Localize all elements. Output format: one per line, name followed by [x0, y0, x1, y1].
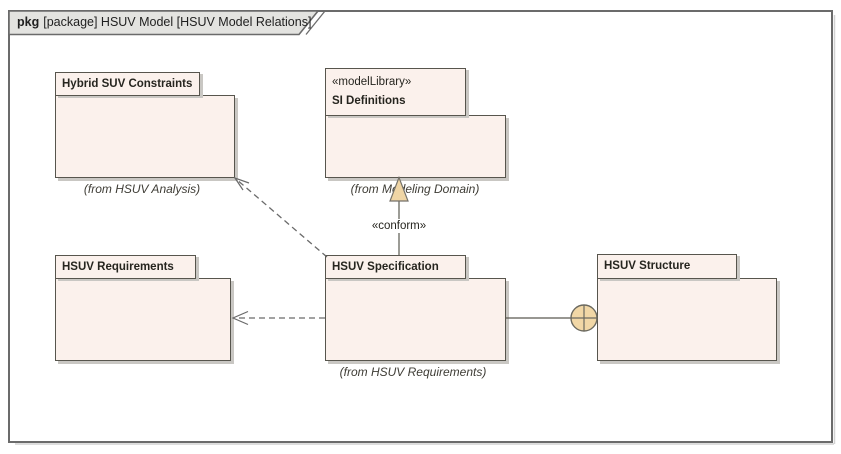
package-body-hybrid-suv-constraints[interactable] — [55, 95, 235, 178]
package-tab-hsuv-requirements[interactable]: HSUV Requirements — [55, 255, 196, 279]
package-tab-hybrid-suv-constraints[interactable]: Hybrid SUV Constraints — [55, 72, 200, 96]
dependency-spec-to-requirements[interactable] — [231, 310, 325, 326]
package-name: SI Definitions — [332, 95, 406, 107]
containment-circle-plus-icon — [570, 304, 598, 332]
package-name: HSUV Specification — [332, 261, 439, 273]
dependency-spec-to-constraints[interactable] — [233, 176, 328, 258]
package-body-si-definitions[interactable] — [325, 115, 506, 178]
containment-connector[interactable] — [505, 304, 598, 332]
frame-title: pkg[package] HSUV Model [HSUV Model Rela… — [17, 15, 311, 29]
package-name: Hybrid SUV Constraints — [62, 78, 193, 90]
package-tab-si-definitions[interactable]: «modelLibrary» SI Definitions — [325, 68, 466, 116]
package-tab-hsuv-specification[interactable]: HSUV Specification — [325, 255, 466, 279]
package-body-hsuv-specification[interactable] — [325, 278, 506, 361]
package-body-hsuv-requirements[interactable] — [55, 278, 231, 361]
conform-label: «conform» — [364, 219, 434, 233]
package-stereotype: «modelLibrary» — [332, 76, 412, 88]
package-tab-hsuv-structure[interactable]: HSUV Structure — [597, 254, 737, 279]
frame-title-text: [package] HSUV Model [HSUV Model Relatio… — [43, 15, 312, 29]
package-caption-si-definitions: (from Modeling Domain) — [350, 182, 480, 196]
package-caption-hsuv-specification: (from HSUV Requirements) — [339, 365, 487, 379]
package-caption-hybrid-suv-constraints: (from HSUV Analysis) — [83, 182, 201, 196]
frame-kind-keyword: pkg — [17, 15, 40, 29]
package-body-hsuv-structure[interactable] — [597, 278, 777, 361]
package-name: HSUV Structure — [604, 260, 691, 272]
package-name: HSUV Requirements — [62, 261, 174, 273]
